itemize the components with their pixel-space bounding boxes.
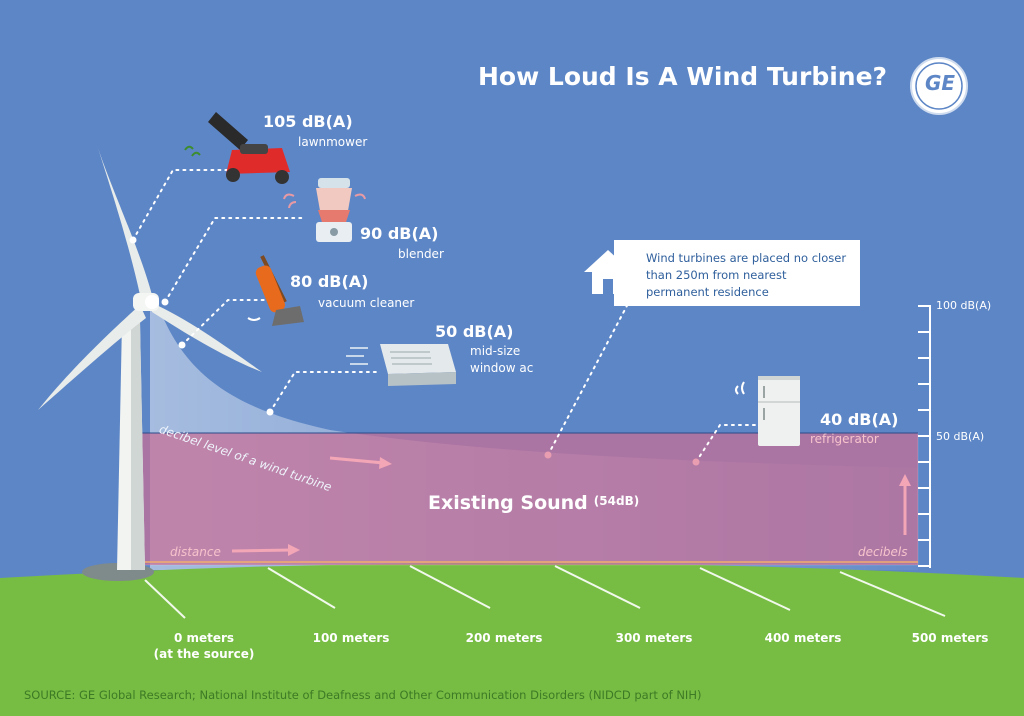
distance-0m-line1: 0 meters bbox=[173, 631, 235, 645]
distance-200m-line1: 200 meters bbox=[465, 631, 543, 645]
refrigerator-icon bbox=[735, 376, 800, 446]
distance-0m: 0 meters (at the source) bbox=[134, 630, 274, 662]
distance-100m: 100 meters bbox=[281, 630, 421, 646]
connector-lines bbox=[132, 169, 756, 463]
lawnmower-icon bbox=[184, 112, 290, 184]
window-ac-label-line1: mid-size bbox=[470, 344, 521, 358]
vacuum-level: 80 dB(A) bbox=[290, 272, 369, 291]
distance-100m-line1: 100 meters bbox=[312, 631, 390, 645]
vacuum-cleaner-icon bbox=[247, 255, 304, 326]
source-note: SOURCE: GE Global Research; National Ins… bbox=[24, 688, 702, 702]
arrow-heads bbox=[288, 457, 911, 556]
refrigerator-label: refrigerator bbox=[810, 432, 879, 446]
scale-top-label: 100 dB(A) bbox=[936, 299, 992, 312]
distance-200m: 200 meters bbox=[434, 630, 574, 646]
scale-mid-label: 50 dB(A) bbox=[936, 430, 985, 443]
blender-label: blender bbox=[398, 247, 444, 261]
distance-axis-label: distance bbox=[170, 545, 221, 559]
lawnmower-label: lawnmower bbox=[298, 135, 368, 149]
distance-400m: 400 meters bbox=[733, 630, 873, 646]
blender-icon bbox=[283, 178, 366, 242]
distance-lines bbox=[144, 565, 946, 619]
wind-turbine bbox=[38, 148, 262, 581]
window-ac-icon bbox=[346, 344, 456, 386]
connector-dots bbox=[129, 236, 274, 416]
refrigerator-level: 40 dB(A) bbox=[820, 410, 899, 429]
window-ac-label-line2: window ac bbox=[470, 361, 534, 375]
existing-sound-label: Existing Sound (54dB) bbox=[428, 492, 639, 514]
ge-logo-text: GE bbox=[925, 71, 956, 95]
grass-ground bbox=[0, 563, 1024, 716]
existing-sound-text: Existing Sound bbox=[428, 492, 588, 514]
blender-level: 90 dB(A) bbox=[360, 224, 439, 243]
placement-callout: Wind turbines are placed no closer than … bbox=[614, 240, 860, 306]
page-title: How Loud Is A Wind Turbine? bbox=[478, 62, 888, 91]
distance-500m-line1: 500 meters bbox=[911, 631, 989, 645]
distance-300m: 300 meters bbox=[584, 630, 724, 646]
axis-arrows bbox=[231, 456, 907, 553]
decibels-axis-label: decibels bbox=[858, 545, 908, 559]
existing-sound-band bbox=[141, 432, 919, 566]
window-ac-level: 50 dB(A) bbox=[435, 322, 514, 341]
curve-markers bbox=[544, 451, 700, 466]
existing-sound-value: (54dB) bbox=[593, 494, 640, 508]
distance-400m-line1: 400 meters bbox=[764, 631, 842, 645]
decibel-scale bbox=[918, 305, 931, 568]
distance-500m: 500 meters bbox=[880, 630, 1020, 646]
ge-logo bbox=[910, 57, 968, 115]
distance-0m-line2: (at the source) bbox=[153, 647, 255, 661]
vacuum-label: vacuum cleaner bbox=[318, 296, 415, 310]
lawnmower-level: 105 dB(A) bbox=[263, 112, 353, 131]
distance-300m-line1: 300 meters bbox=[615, 631, 693, 645]
